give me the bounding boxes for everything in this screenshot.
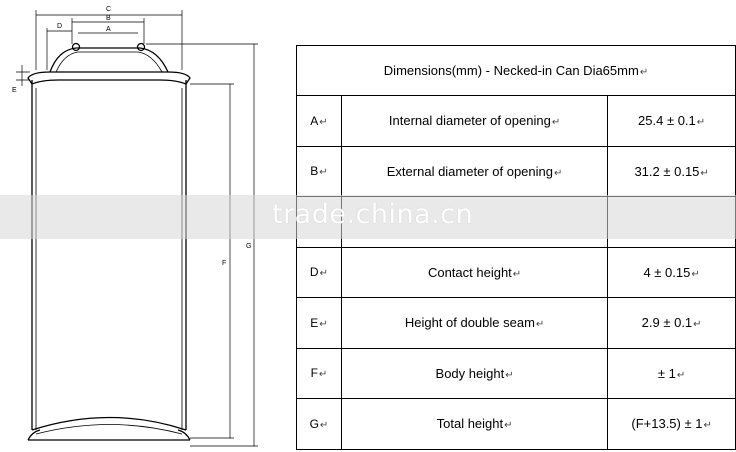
return-mark-icon: ↵	[319, 419, 329, 431]
return-mark-icon: ↵	[319, 116, 328, 128]
dim-d-label: D	[57, 23, 62, 30]
row-name: External diameter of opening↵	[340, 145, 609, 197]
dim-g-line	[146, 43, 258, 447]
dim-c-label: C	[106, 6, 111, 13]
valve-ring-right	[136, 42, 146, 52]
can-seam	[27, 71, 191, 85]
row-value-text: ± 1	[657, 365, 676, 381]
dim-e-label: E	[12, 87, 17, 94]
row-code-text: A	[310, 113, 319, 128]
row-value-text: (F+13.5) ± 1	[631, 416, 703, 432]
return-mark-icon: ↵	[319, 167, 328, 179]
return-mark-icon: ↵	[319, 268, 328, 280]
return-mark-icon: ↵	[535, 319, 545, 331]
table-row: B↵ External diameter of opening↵ 31.2 ± …	[296, 145, 736, 197]
row-code: F↵	[296, 347, 342, 399]
dimension-table: Dimensions(mm) - Necked-in Can Dia65mm↵ …	[296, 45, 736, 450]
row-name: Total height↵	[340, 398, 609, 450]
row-name: Body height↵	[340, 347, 609, 399]
return-mark-icon: ↵	[700, 167, 709, 179]
dim-a-label: A	[106, 26, 111, 33]
table-row: G↵ Total height↵ (F+13.5) ± 1↵	[296, 398, 736, 450]
row-code: B↵	[296, 145, 342, 197]
can-dome	[49, 47, 169, 73]
watermark-text: trade.china.cn	[272, 199, 474, 230]
row-name: Contact height↵	[340, 246, 609, 298]
row-value: 4 ± 0.15↵	[607, 246, 736, 298]
table-row: E↵ Height of double seam↵ 2.9 ± 0.1↵	[296, 297, 736, 349]
dim-c-line	[35, 10, 183, 70]
row-value-text: 2.9 ± 0.1	[641, 315, 693, 331]
row-value-text: 31.2 ± 0.15	[634, 163, 700, 179]
row-code-text: E	[310, 315, 319, 330]
row-value: ± 1↵	[607, 347, 736, 399]
can-body-inner	[35, 88, 183, 430]
dim-b-label: B	[106, 15, 111, 22]
return-mark-icon: ↵	[639, 67, 649, 78]
row-code-text: F	[310, 366, 318, 381]
table-row: A↵ Internal diameter of opening↵ 25.4 ± …	[296, 95, 736, 147]
row-value: 25.4 ± 0.1↵	[607, 95, 736, 147]
return-mark-icon: ↵	[551, 117, 561, 129]
return-mark-icon: ↵	[703, 420, 712, 432]
row-code-text: G	[309, 416, 319, 431]
row-value: 2.9 ± 0.1↵	[607, 297, 736, 349]
dim-e-line	[16, 65, 30, 86]
dim-g-label: G	[246, 243, 251, 250]
dim-f-line	[190, 83, 234, 439]
row-code-text: B	[310, 164, 319, 179]
row-value: (F+13.5) ± 1↵	[607, 398, 736, 450]
table-row: F↵ Body height↵ ± 1↵	[296, 347, 736, 399]
return-mark-icon: ↵	[553, 167, 563, 179]
valve-ring-left	[71, 42, 81, 52]
return-mark-icon: ↵	[691, 268, 700, 280]
row-name-text: Total height	[436, 416, 504, 432]
row-name: Internal diameter of opening↵	[340, 95, 609, 147]
table-title: Dimensions(mm) - Necked-in Can Dia65mm↵	[296, 45, 736, 96]
row-name-text: Height of double seam	[404, 315, 535, 331]
return-mark-icon: ↵	[504, 420, 513, 432]
can-bottom	[27, 416, 191, 441]
row-code-text: D	[309, 265, 319, 280]
dim-d-line	[46, 28, 72, 70]
return-mark-icon: ↵	[319, 318, 328, 330]
table-row: D↵ Contact height↵ 4 ± 0.15↵	[296, 246, 736, 298]
return-mark-icon: ↵	[512, 268, 522, 280]
row-value: 31.2 ± 0.15↵	[607, 145, 736, 197]
can-dome-inner	[55, 51, 163, 73]
return-mark-icon: ↵	[318, 369, 328, 381]
return-mark-icon: ↵	[676, 369, 686, 381]
row-value-text: 4 ± 0.15	[643, 264, 691, 280]
can-drawing: C B A D E F G	[12, 6, 258, 447]
row-code: E↵	[296, 297, 342, 349]
can-bottom-inner	[35, 424, 183, 435]
row-name-text: External diameter of opening	[386, 163, 553, 179]
table-title-text: Dimensions(mm) - Necked-in Can Dia65mm	[383, 63, 639, 78]
return-mark-icon: ↵	[696, 117, 706, 129]
watermark-band	[0, 195, 736, 239]
row-name-text: Contact height	[427, 264, 512, 280]
row-code: G↵	[296, 398, 342, 450]
row-name-text: Body height	[435, 365, 505, 381]
dim-f-label: F	[222, 260, 226, 267]
can-body-outline	[31, 80, 187, 430]
return-mark-icon: ↵	[505, 369, 514, 381]
row-name: Height of double seam↵	[340, 297, 609, 349]
return-mark-icon: ↵	[693, 319, 702, 331]
row-value-text: 25.4 ± 0.1	[638, 113, 696, 129]
row-code: D↵	[296, 246, 342, 298]
row-code: A↵	[296, 95, 342, 147]
table-title-row: Dimensions(mm) - Necked-in Can Dia65mm↵	[296, 45, 736, 96]
row-name-text: Internal diameter of opening	[388, 113, 551, 129]
